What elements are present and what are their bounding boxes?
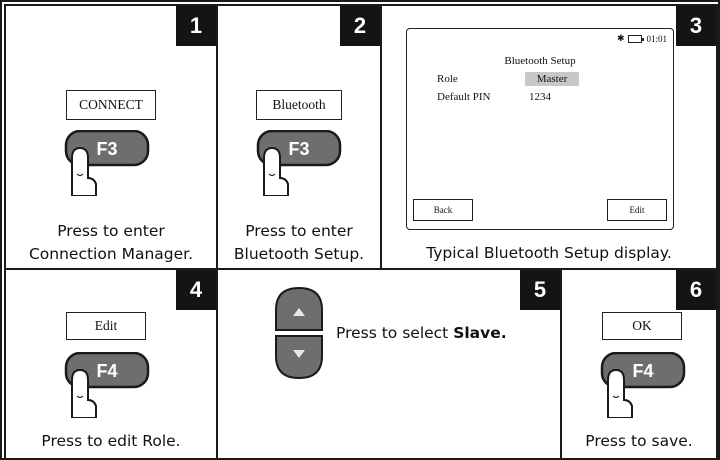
default-pin-value: 1234 [529, 91, 551, 103]
panel-2: 2 Bluetooth F3 Press to enter Bluetooth … [216, 4, 382, 270]
caption-1: Press to enter Connection Manager. [6, 220, 216, 266]
key-label: F4 [632, 361, 653, 381]
key-label: F3 [288, 139, 309, 159]
role-label: Role [437, 73, 458, 85]
role-value[interactable]: Master [525, 72, 579, 86]
finger-icon [71, 368, 97, 418]
caption-bold: Slave. [453, 324, 507, 342]
step-number-4: 4 [176, 270, 216, 310]
up-arrow-button[interactable] [274, 286, 324, 332]
bluetooth-icon: ✱ [616, 33, 625, 43]
caption-5: Press to select Slave. [336, 322, 507, 345]
caption-line: Press to edit Role. [41, 432, 181, 450]
status-bar: ✱ 01:01 [617, 33, 667, 44]
edit-softkey[interactable]: Edit [607, 199, 667, 221]
step-number-6: 6 [676, 270, 716, 310]
key-label: F4 [96, 361, 117, 381]
caption-4: Press to edit Role. [6, 430, 216, 453]
finger-icon [607, 368, 633, 418]
panel-3: 3 ✱ 01:01 Bluetooth Setup Role Master De… [380, 4, 718, 270]
down-arrow-button[interactable] [274, 334, 324, 380]
default-pin-label: Default PIN [437, 91, 491, 103]
key-label: F3 [96, 139, 117, 159]
panel-4: 4 Edit F4 Press to edit Role. [4, 268, 218, 460]
battery-icon [628, 34, 645, 43]
f4-key-button[interactable]: F4 [64, 352, 164, 418]
panel-6: 6 OK F4 Press to save. [560, 268, 718, 460]
bluetooth-setup-screen: ✱ 01:01 Bluetooth Setup Role Master Defa… [406, 28, 674, 230]
finger-icon [263, 146, 289, 196]
f4-key-button[interactable]: F4 [600, 352, 700, 418]
caption-line: Press to enter [245, 222, 353, 240]
step-number-5: 5 [520, 270, 560, 310]
panel-5: 5 Press to select Slave. [216, 268, 562, 460]
caption-3: Typical Bluetooth Setup display. [382, 242, 716, 265]
edit-label: Edit [66, 312, 146, 340]
softkey-bar: Back Edit [413, 199, 667, 223]
caption-line: Press to save. [585, 432, 693, 450]
caption-prefix: Press to select [336, 324, 454, 342]
caption-line: Press to enter [57, 222, 165, 240]
down-triangle-icon [293, 350, 305, 358]
step-number-1: 1 [176, 6, 216, 46]
clock: 01:01 [646, 33, 667, 44]
panel-1: 1 CONNECT F3 Press to enter Connection M… [4, 4, 218, 270]
finger-icon [71, 146, 97, 196]
ok-label: OK [602, 312, 682, 340]
up-triangle-icon [293, 308, 305, 316]
caption-line: Connection Manager. [28, 245, 194, 263]
connect-label: CONNECT [66, 90, 156, 120]
f3-key-button[interactable]: F3 [64, 130, 164, 196]
caption-line: Typical Bluetooth Setup display. [426, 244, 672, 262]
step-number-2: 2 [340, 6, 380, 46]
bluetooth-label: Bluetooth [256, 90, 342, 120]
caption-2: Press to enter Bluetooth Setup. [218, 220, 380, 266]
f3-key-button[interactable]: F3 [256, 130, 356, 196]
step-number-3: 3 [676, 6, 716, 46]
back-softkey[interactable]: Back [413, 199, 473, 221]
caption-line: Bluetooth Setup. [233, 245, 365, 263]
caption-6: Press to save. [562, 430, 716, 453]
screen-title: Bluetooth Setup [504, 55, 576, 67]
